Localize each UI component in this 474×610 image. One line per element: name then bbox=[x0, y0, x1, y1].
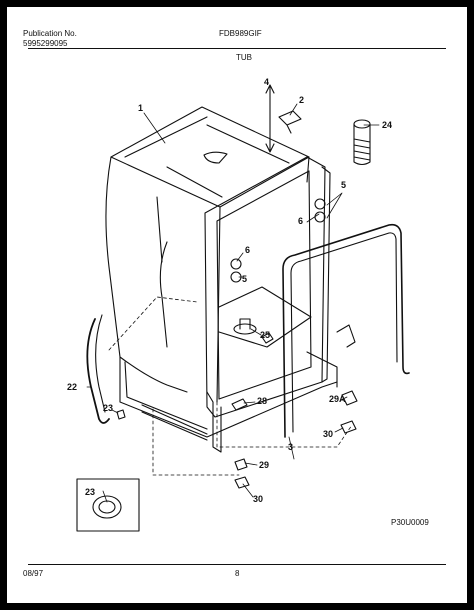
callout-3: 3 bbox=[288, 442, 293, 452]
callout-23-inset: 23 bbox=[85, 487, 95, 497]
footer-rule bbox=[28, 564, 446, 565]
callout-29a: 29A bbox=[329, 394, 346, 404]
footer-date: 08/97 bbox=[23, 569, 44, 578]
callout-6-left: 6 bbox=[245, 245, 250, 255]
leader-lines bbox=[86, 103, 380, 503]
section-title: TUB bbox=[236, 53, 252, 62]
parts-diagram-sheet: Publication No. 5995299095 FDB989GIF TUB bbox=[7, 7, 467, 603]
callout-28: 28 bbox=[257, 396, 267, 406]
callout-22: 22 bbox=[67, 382, 77, 392]
callout-labels: 1 2 3 4 5 5 6 6 22 23 23 24 25 28 29 29A… bbox=[67, 77, 392, 504]
callout-30-bottom: 30 bbox=[253, 494, 263, 504]
exploded-view-drawing bbox=[76, 84, 410, 532]
door-rod bbox=[282, 223, 410, 438]
callout-30-right: 30 bbox=[323, 429, 333, 439]
callout-5-left: 5 bbox=[242, 274, 247, 284]
publication-number: 5995299095 bbox=[23, 39, 68, 48]
callout-2: 2 bbox=[299, 95, 304, 105]
bracket bbox=[278, 110, 302, 134]
tub-body bbox=[105, 106, 310, 403]
tub-base bbox=[119, 351, 338, 453]
page-number: 8 bbox=[235, 569, 240, 578]
publication-label: Publication No. bbox=[23, 29, 77, 38]
header-rule bbox=[28, 48, 446, 49]
callout-25: 25 bbox=[260, 330, 270, 340]
diagram-code: P30U0009 bbox=[391, 518, 429, 527]
door-frame bbox=[204, 156, 331, 418]
model-number: FDB989GIF bbox=[219, 29, 262, 38]
callout-29: 29 bbox=[259, 460, 269, 470]
part-4-arrow bbox=[265, 84, 275, 153]
callout-24: 24 bbox=[382, 120, 392, 130]
callout-23: 23 bbox=[103, 403, 113, 413]
callout-6-right: 6 bbox=[298, 216, 303, 226]
fittings bbox=[116, 198, 358, 489]
callout-5-right: 5 bbox=[341, 180, 346, 190]
hinge bbox=[336, 324, 356, 348]
callout-1: 1 bbox=[138, 103, 143, 113]
dashed-routing bbox=[108, 296, 353, 476]
drain-hose bbox=[353, 119, 371, 166]
callout-4: 4 bbox=[264, 77, 269, 87]
tub-floor bbox=[218, 286, 312, 348]
